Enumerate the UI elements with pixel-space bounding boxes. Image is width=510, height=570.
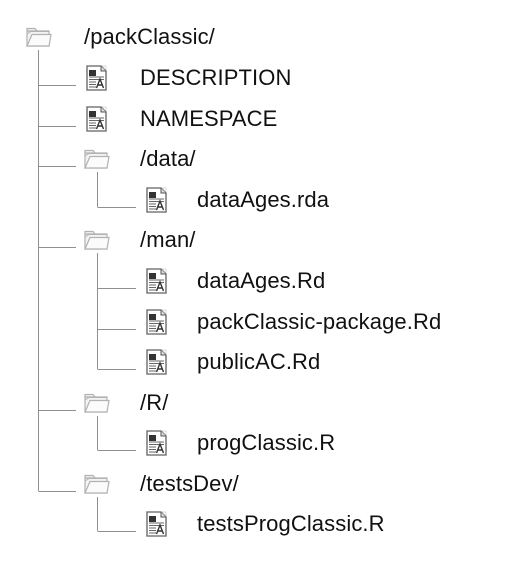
document-icon (142, 510, 170, 538)
folder-icon (82, 470, 110, 498)
tree-node-packclassic-package-rd[interactable]: packClassic-package.Rd (142, 307, 441, 337)
document-icon (142, 186, 170, 214)
tree-node-namespace[interactable]: NAMESPACE (82, 104, 277, 134)
tree-node-testsdev[interactable]: /testsDev/ (82, 469, 239, 499)
tree-node-dataages-rda[interactable]: dataAges.rda (142, 185, 329, 215)
folder-icon (82, 145, 110, 173)
tree-node-dataages-rd[interactable]: dataAges.Rd (142, 266, 325, 296)
folder-icon (24, 23, 52, 51)
tree-node-label: dataAges.Rd (197, 268, 326, 293)
document-icon (142, 429, 170, 457)
folder-icon (82, 226, 110, 254)
document-icon (82, 105, 110, 133)
tree-node-label: testsProgClassic.R (197, 511, 385, 536)
tree-node-label: /testsDev/ (140, 471, 239, 496)
document-icon (142, 348, 170, 376)
document-icon (142, 267, 170, 295)
tree-node-man[interactable]: /man/ (82, 225, 196, 255)
folder-icon (82, 389, 110, 417)
tree-node-label: progClassic.R (197, 430, 336, 455)
tree-node-label: /R/ (140, 390, 169, 415)
document-icon (142, 308, 170, 336)
tree-node-label: /packClassic/ (84, 24, 215, 49)
tree-node-label: packClassic-package.Rd (197, 309, 442, 334)
tree-node-testsprogclassic-r[interactable]: testsProgClassic.R (142, 509, 385, 539)
tree-node-publicac-rd[interactable]: publicAC.Rd (142, 347, 320, 377)
tree-node-label: NAMESPACE (140, 106, 278, 131)
document-icon (82, 64, 110, 92)
tree-node-label: /data/ (140, 146, 196, 171)
tree-node-packclassic[interactable]: /packClassic/ (24, 22, 215, 52)
tree-node-label: publicAC.Rd (197, 349, 321, 374)
tree-node-description[interactable]: DESCRIPTION (82, 63, 291, 93)
tree-node-data[interactable]: /data/ (82, 144, 196, 174)
tree-node-progclassic-r[interactable]: progClassic.R (142, 428, 335, 458)
tree-node-r[interactable]: /R/ (82, 388, 168, 418)
tree-node-label: dataAges.rda (197, 187, 330, 212)
tree-node-label: /man/ (140, 227, 196, 252)
tree-node-label: DESCRIPTION (140, 65, 292, 90)
